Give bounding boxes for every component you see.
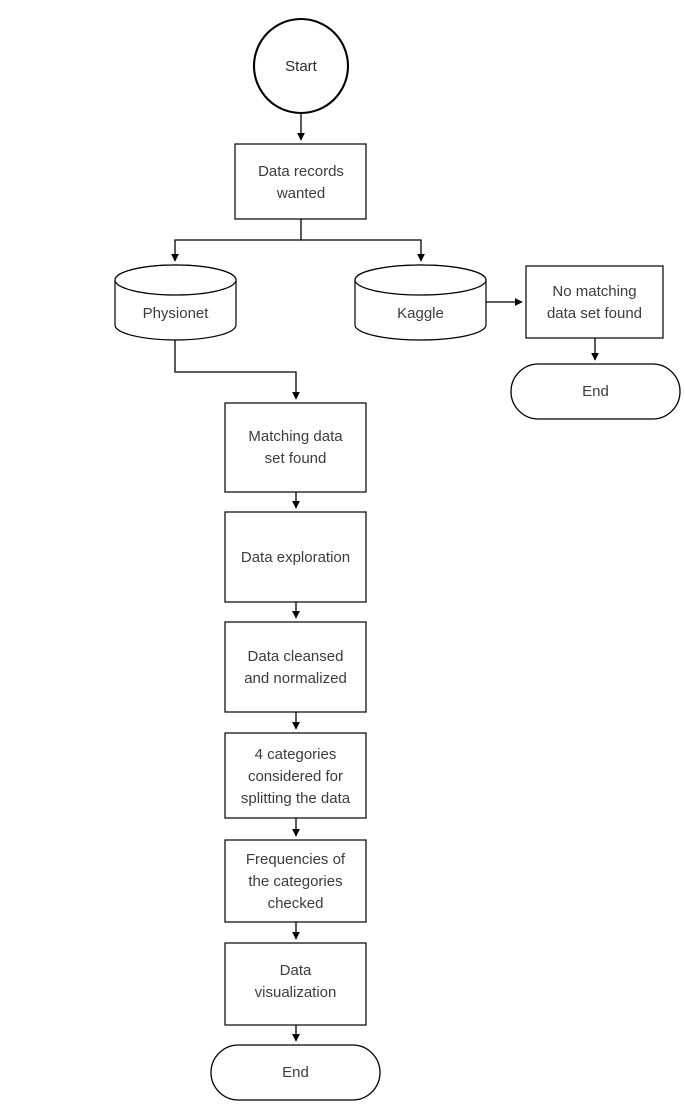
end-bottom-label: End (282, 1064, 309, 1081)
frequencies-label-line1: Frequencies of (246, 851, 346, 868)
data-visualization-label-line1: Data (280, 962, 312, 979)
node-kaggle[interactable]: Kaggle (354, 264, 487, 341)
data-visualization-label-line2: visualization (255, 984, 337, 1001)
data-exploration-box-shape (224, 511, 367, 603)
data-records-wanted-label-line2: wanted (276, 185, 325, 202)
node-frequencies-checked[interactable]: Frequencies of the categories checked (224, 839, 367, 923)
connector-data-records-split-to-physionet (171, 219, 302, 262)
kaggle-label: Kaggle (397, 305, 444, 322)
node-data-visualization[interactable]: Data visualization (224, 942, 367, 1026)
no-matching-box-shape (525, 265, 664, 339)
frequencies-box-shape (224, 839, 367, 923)
data-exploration-label: Data exploration (241, 549, 350, 566)
matching-found-label-line2: set found (265, 450, 327, 467)
node-four-categories-considered[interactable]: 4 categories considered for splitting th… (224, 732, 367, 819)
four-categories-label-line3: splitting the data (241, 790, 351, 807)
node-data-exploration[interactable]: Data exploration (224, 511, 367, 603)
no-matching-label-line2: data set found (547, 305, 642, 322)
node-data-records-wanted[interactable]: Data records wanted (234, 143, 367, 220)
four-categories-box-shape (224, 732, 367, 819)
node-end-right[interactable]: End (510, 363, 681, 420)
matching-found-box-shape (224, 402, 367, 493)
data-cleansed-box-shape (224, 621, 367, 713)
connectors-layer (171, 106, 599, 1042)
frequencies-label-line3: checked (268, 895, 324, 912)
kaggle-cylinder-top (354, 264, 487, 296)
start-circle-shape (252, 17, 350, 115)
physionet-cylinder-top (114, 264, 237, 296)
node-data-cleansed-and-normalized[interactable]: Data cleansed and normalized (224, 621, 367, 713)
data-records-wanted-label-line1: Data records (258, 163, 344, 180)
connector-physionet-to-matching-found (174, 340, 300, 400)
no-matching-label-line1: No matching (552, 283, 636, 300)
matching-found-label-line1: Matching data (248, 428, 343, 445)
physionet-label: Physionet (143, 305, 210, 322)
data-records-wanted-box-shape (234, 143, 367, 220)
node-physionet[interactable]: Physionet (114, 264, 237, 341)
four-categories-label-line1: 4 categories (255, 746, 337, 763)
connector-data-records-split-to-kaggle (301, 239, 425, 262)
end-right-label: End (582, 383, 609, 400)
node-end-bottom[interactable]: End (210, 1044, 381, 1101)
data-cleansed-label-line2: and normalized (244, 670, 347, 687)
end-right-terminator-shape (510, 363, 681, 420)
start-label: Start (285, 58, 318, 75)
node-no-matching-data-set-found[interactable]: No matching data set found (525, 265, 664, 339)
frequencies-label-line2: the categories (248, 873, 342, 890)
four-categories-label-line2: considered for (248, 768, 343, 785)
end-bottom-terminator-shape (210, 1044, 381, 1101)
data-cleansed-label-line1: Data cleansed (248, 648, 344, 665)
node-matching-data-set-found[interactable]: Matching data set found (224, 402, 367, 493)
node-start[interactable]: Start (252, 17, 350, 115)
data-visualization-box-shape (224, 942, 367, 1026)
